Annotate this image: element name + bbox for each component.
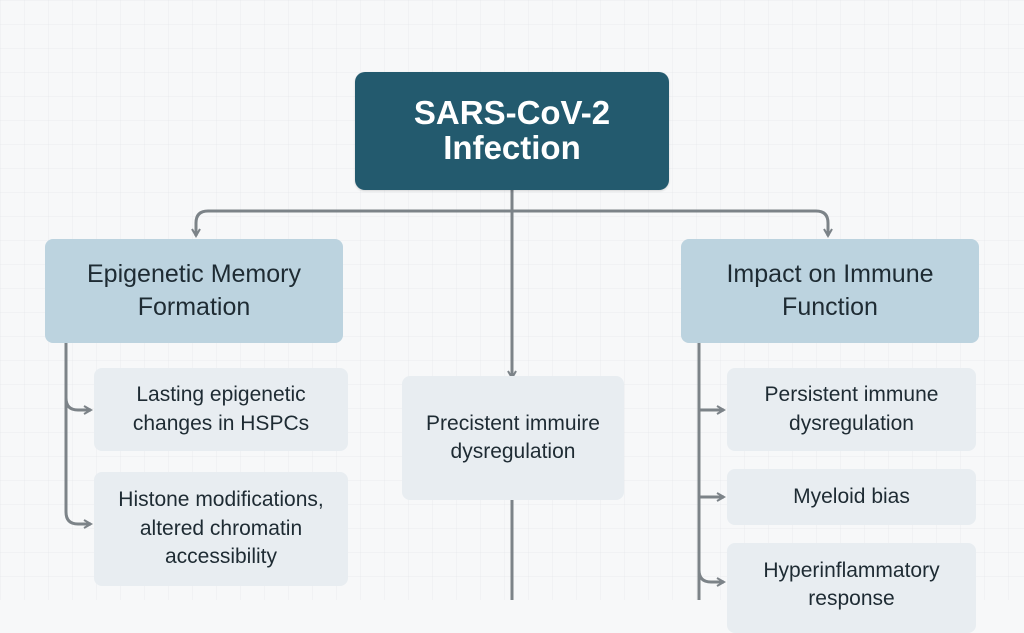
- left-branch-item-1-label: Lasting epigenetic changes in HSPCs: [132, 383, 310, 435]
- right-branch-item-1-label: Persistent immune dysregulation: [764, 383, 939, 435]
- right-branch-item-3-label: Hyperinflammatory response: [763, 559, 940, 611]
- left-branch-header-label: Epigenetic Memory Formation: [87, 260, 301, 321]
- root-node-label: SARS-CoV-2 Infection: [413, 94, 611, 166]
- left-branch-item-1: Lasting epigenetic changes in HSPCs: [94, 368, 348, 451]
- left-branch-item-2: Histone modifications, altered chromatin…: [94, 472, 348, 586]
- right-branch-item-2-label: Myeloid bias: [793, 484, 910, 508]
- right-branch-header: Impact on Immune Function: [681, 239, 979, 343]
- right-branch-item-1: Persistent immune dysregulation: [727, 368, 976, 451]
- connector-lines: [64, 190, 1024, 600]
- connector-to-left-header: [196, 209, 512, 236]
- center-branch-item-1: Precistent immuire dysregulation: [402, 376, 624, 500]
- right-branch-header-label: Impact on Immune Function: [726, 260, 934, 321]
- right-branch-item-3: Hyperinflammatory response: [727, 543, 976, 633]
- connector-left-spine: [64, 343, 91, 524]
- connector-to-right-header: [512, 209, 828, 236]
- left-branch-item-2-label: Histone modifications, altered chromatin…: [118, 488, 324, 569]
- connector-left-item-1: [64, 397, 91, 410]
- right-branch-item-2: Myeloid bias: [727, 469, 976, 525]
- center-branch-item-1-label: Precistent immuire dysregulation: [426, 411, 600, 463]
- left-branch-header: Epigenetic Memory Formation: [45, 239, 343, 343]
- root-node: SARS-CoV-2 Infection: [355, 72, 669, 190]
- connector-right-item-3: [697, 569, 724, 582]
